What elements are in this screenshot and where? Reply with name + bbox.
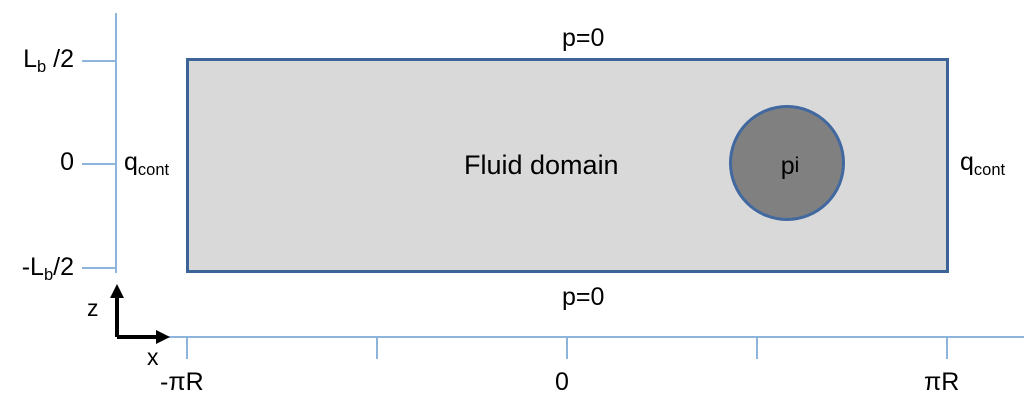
left-boundary-condition-label: qcont xyxy=(124,148,169,178)
inclusion-pressure-subscript: i xyxy=(794,154,800,177)
vertical-axis-tick-neg-lb-half xyxy=(82,267,116,269)
horizontal-axis-tick-4 xyxy=(756,337,758,359)
qcont-left-main: q xyxy=(124,148,138,176)
horizontal-axis-line xyxy=(155,336,1024,338)
z-arrow-head xyxy=(110,284,124,298)
tick-neg-lb-half-suffix: /2 xyxy=(53,253,74,281)
coordinate-arrow-svg xyxy=(110,284,170,344)
coordinate-axes-arrows xyxy=(108,282,178,344)
horizontal-axis-tick-2 xyxy=(376,337,378,359)
horizontal-tick-label-neg-piR: -πR xyxy=(160,368,204,396)
fluid-domain-label: Fluid domain xyxy=(464,150,619,180)
inclusion-pressure-symbol: p xyxy=(780,151,795,180)
vertical-axis-tick-zero xyxy=(82,163,116,165)
horizontal-tick-label-piR: πR xyxy=(924,368,960,396)
tick-neg-lb-half-sub: b xyxy=(43,265,54,284)
horizontal-axis-tick-piR xyxy=(946,337,948,359)
qcont-left-sub: cont xyxy=(137,160,170,179)
tick-zero-main: 0 xyxy=(60,148,74,176)
bottom-boundary-condition-label: p=0 xyxy=(562,283,605,311)
right-boundary-condition-label: qcont xyxy=(960,148,1005,178)
tick-lb-half-suffix: /2 xyxy=(46,45,74,73)
horizontal-axis-tick-neg-piR xyxy=(186,337,188,359)
horizontal-tick-label-zero: 0 xyxy=(555,368,569,396)
x-axis-name-label: x xyxy=(147,344,159,370)
x-arrow-head xyxy=(156,330,170,344)
vertical-tick-label-neg-lb-half: -Lb/2 xyxy=(2,253,74,283)
qcont-right-main: q xyxy=(960,148,974,176)
top-boundary-condition-label: p=0 xyxy=(562,24,605,52)
tick-neg-lb-half-main: -L xyxy=(21,253,44,281)
vertical-tick-label-zero: 0 xyxy=(2,150,74,175)
vertical-axis-line xyxy=(115,13,117,273)
vertical-tick-label-lb-half: Lb /2 xyxy=(2,45,74,75)
tick-lb-half-sub: b xyxy=(37,57,47,76)
tick-lb-half-main: L xyxy=(23,45,38,73)
horizontal-axis-tick-zero xyxy=(566,337,568,359)
qcont-right-sub: cont xyxy=(973,160,1006,179)
vertical-axis-tick-lb-half xyxy=(82,60,116,62)
z-axis-name-label: z xyxy=(87,295,99,321)
